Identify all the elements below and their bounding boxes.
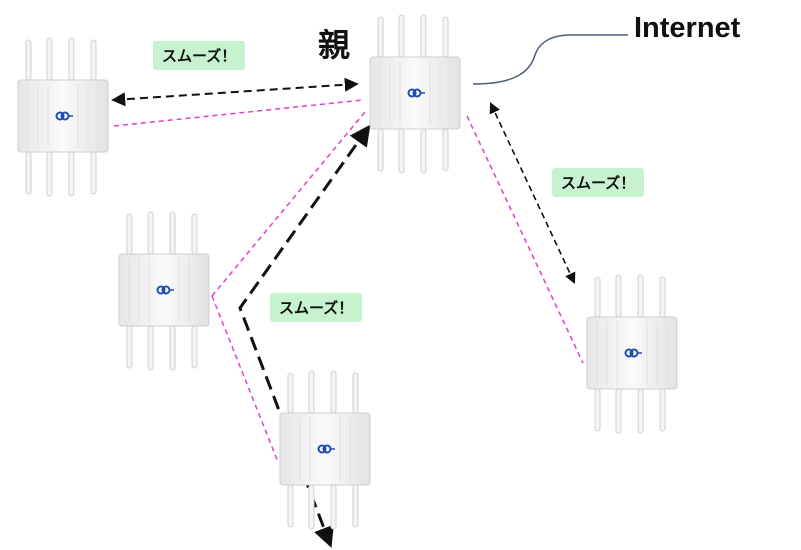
status-badge-middle: スムーズ！ <box>270 293 363 322</box>
link-parent-left <box>113 99 364 127</box>
status-badge-left: スムーズ！ <box>153 41 246 70</box>
link-parent-middle <box>211 111 366 297</box>
parent-label: 親 <box>318 26 351 64</box>
access-point-parent <box>369 14 461 174</box>
status-badge-right: スムーズ！ <box>552 168 645 197</box>
arrow-left <box>111 77 359 107</box>
access-point-right <box>586 274 678 434</box>
arrow-right <box>489 101 576 285</box>
access-point-middle <box>118 211 210 371</box>
link-middle-bottom <box>211 295 279 463</box>
access-point-bottom <box>279 370 371 530</box>
internet-cable <box>472 34 628 85</box>
link-parent-bottomright <box>466 115 584 364</box>
access-point-left <box>17 37 109 197</box>
internet-label: Internet <box>634 12 741 44</box>
